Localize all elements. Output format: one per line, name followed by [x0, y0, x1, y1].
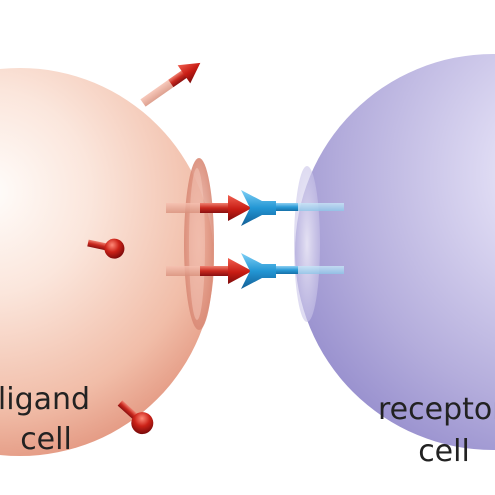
ligand-cell-label-line2: cell — [20, 422, 72, 457]
receptor-2 — [241, 253, 344, 289]
ligand-arrow-1 — [166, 195, 252, 221]
ligand-cell — [0, 68, 214, 456]
receptor-cell-label-line2: cell — [418, 434, 470, 469]
receptor-1 — [241, 190, 344, 226]
ligand-arrow-2 — [166, 258, 252, 284]
free-ligand-top — [140, 62, 201, 107]
bound-pair-1 — [166, 190, 344, 226]
free-ligand-bottom — [117, 400, 154, 435]
free-ligand-middle — [87, 238, 125, 259]
ligand-cell-label-line1: ligand — [0, 382, 91, 417]
receptor-contact-patch — [294, 166, 320, 322]
bound-pair-2 — [166, 253, 344, 289]
receptor-cell-label-line1: receptor — [378, 392, 495, 427]
